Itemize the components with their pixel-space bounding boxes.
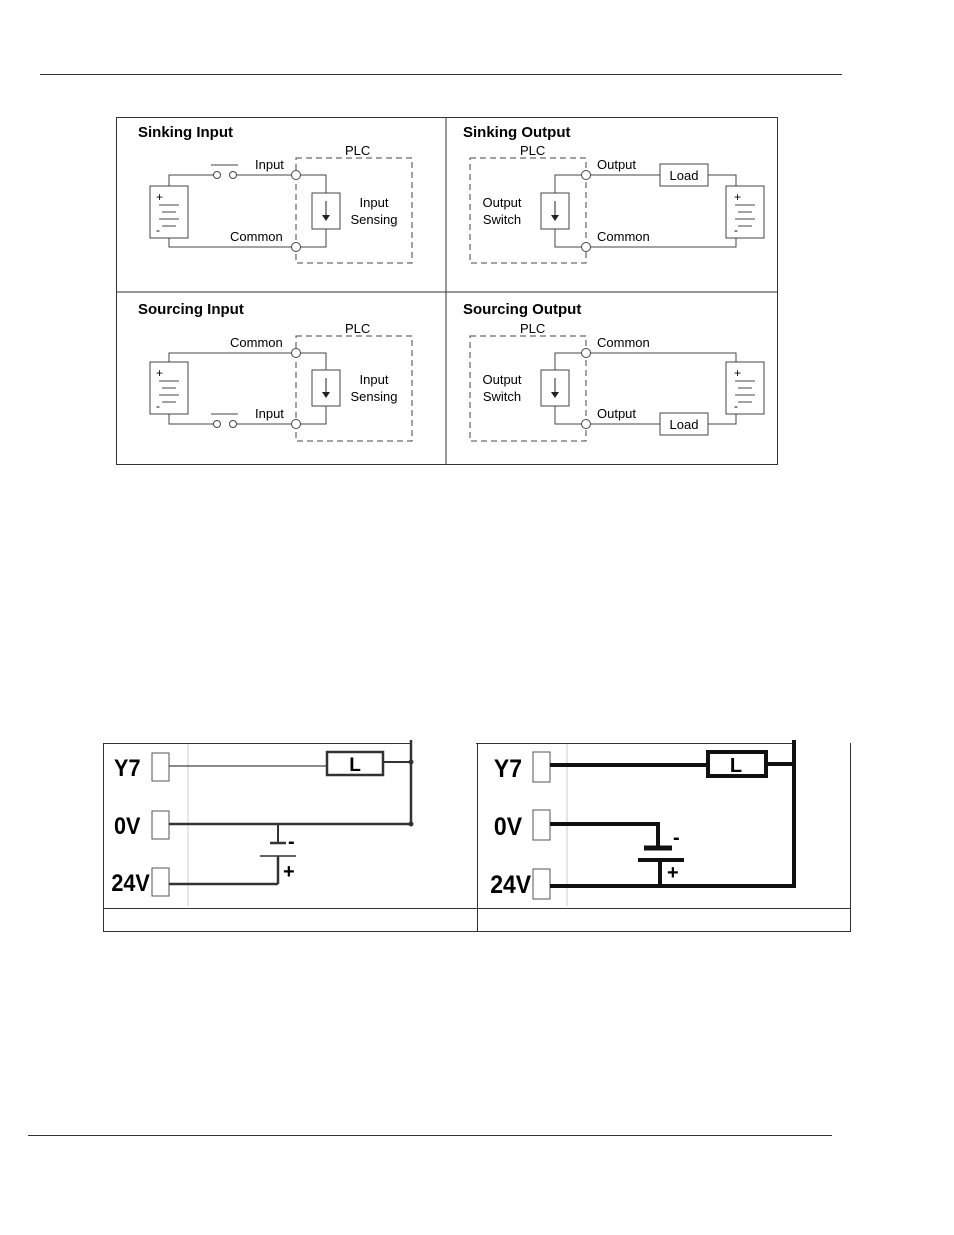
- panel-title: Sourcing Output: [463, 301, 581, 318]
- battery-plus: +: [156, 190, 163, 204]
- plc-label: PLC: [345, 321, 370, 336]
- battery-plus: +: [667, 862, 679, 884]
- load-label: Load: [670, 168, 699, 183]
- terminal-label-top: Input: [255, 157, 284, 172]
- wiring-right: Y7 0V 24V L - +: [490, 740, 796, 906]
- terminal-icon: [582, 349, 591, 358]
- terminal-icon: [292, 349, 301, 358]
- wiring-left: Y7 0V 24V L - +: [111, 740, 413, 906]
- terminal-block: [533, 869, 550, 899]
- terminal-label-bottom: Output: [597, 406, 636, 421]
- terminal-label-y7: Y7: [114, 754, 140, 781]
- terminal-block: [152, 811, 169, 839]
- sink-source-diagram-grid: Sinking Input + - Input Common PLC Input…: [116, 117, 778, 465]
- plc-label: PLC: [345, 143, 370, 158]
- terminal-label-top: Common: [230, 335, 283, 350]
- terminal-block: [533, 810, 550, 840]
- battery-minus: -: [673, 827, 680, 849]
- block-label-line1: Output: [482, 372, 521, 387]
- terminal-label-y7: Y7: [494, 755, 522, 783]
- panel-title: Sinking Output: [463, 124, 570, 141]
- load-label: L: [730, 755, 742, 777]
- panel-title: Sinking Input: [138, 124, 233, 141]
- battery-plus: +: [283, 861, 295, 883]
- output-wiring-figures: Y7 0V 24V L - + Y7 0V 24V L: [102, 740, 852, 934]
- panel-sourcing-output: Sourcing Output PLC Output Switch Common…: [463, 301, 764, 441]
- terminal-label-24v: 24V: [111, 869, 150, 896]
- terminal-label-bottom: Input: [255, 406, 284, 421]
- block-label-line1: Input: [360, 195, 389, 210]
- battery-plus: +: [734, 190, 741, 204]
- terminal-block: [152, 753, 169, 781]
- terminal-label-24v: 24V: [490, 871, 531, 899]
- battery-minus: -: [734, 399, 738, 413]
- battery-plus: +: [156, 366, 163, 380]
- terminal-icon: [582, 420, 591, 429]
- terminal-icon: [292, 171, 301, 180]
- load-label: L: [349, 755, 361, 776]
- block-label-line2: Switch: [483, 212, 521, 227]
- terminal-label-top: Common: [597, 335, 650, 350]
- panel-sourcing-input: Sourcing Input + - Common Input PLC Inpu…: [138, 301, 412, 441]
- battery-minus: -: [156, 223, 160, 237]
- footer-rule: [28, 1135, 832, 1136]
- switch-contact-icon: [214, 172, 221, 179]
- terminal-icon: [292, 243, 301, 252]
- terminal-label-0v: 0V: [494, 813, 522, 841]
- block-label-line1: Input: [360, 372, 389, 387]
- plc-label: PLC: [520, 143, 545, 158]
- terminal-block: [533, 752, 550, 782]
- terminal-icon: [582, 171, 591, 180]
- block-label-line1: Output: [482, 195, 521, 210]
- terminal-label-bottom: Common: [597, 229, 650, 244]
- panel-sinking-input: Sinking Input + - Input Common PLC Input…: [138, 124, 412, 263]
- plc-label: PLC: [520, 321, 545, 336]
- terminal-block: [152, 868, 169, 896]
- battery-minus: -: [288, 831, 295, 853]
- terminal-icon: [292, 420, 301, 429]
- battery-minus: -: [734, 223, 738, 237]
- header-rule: [40, 74, 842, 75]
- switch-contact-icon: [214, 421, 221, 428]
- panel-title: Sourcing Input: [138, 301, 244, 318]
- block-label-line2: Sensing: [351, 212, 398, 227]
- terminal-label-top: Output: [597, 157, 636, 172]
- load-label: Load: [670, 417, 699, 432]
- block-label-line2: Sensing: [351, 389, 398, 404]
- battery-minus: -: [156, 399, 160, 413]
- terminal-icon: [582, 243, 591, 252]
- panel-sinking-output: Sinking Output PLC Output Switch Output …: [463, 124, 764, 263]
- block-label-line2: Switch: [483, 389, 521, 404]
- terminal-label-bottom: Common: [230, 229, 283, 244]
- battery-plus: +: [734, 366, 741, 380]
- terminal-label-0v: 0V: [114, 812, 141, 839]
